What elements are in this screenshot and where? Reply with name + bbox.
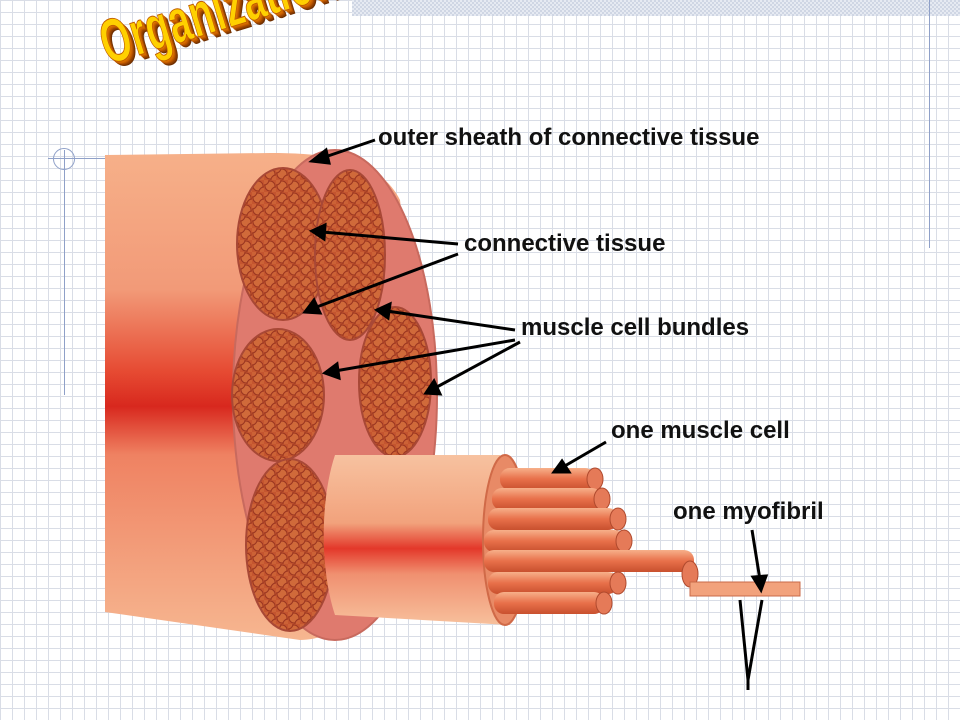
muscle-cells: [484, 467, 699, 615]
bundle-top-right: [314, 169, 386, 341]
right-vertical-rule: [929, 0, 930, 248]
label-outer-sheath: outer sheath of connective tissue: [378, 124, 760, 151]
bundle-middle-left: [231, 328, 325, 462]
top-decorative-band: [352, 0, 960, 16]
bundle-bottom: [245, 458, 335, 632]
label-one-muscle-cell: one muscle cell: [611, 417, 790, 444]
bundle-middle-right: [358, 306, 432, 458]
label-one-myofibril: one myofibril: [673, 498, 824, 525]
left-horizontal-rule: [48, 158, 108, 159]
myofibril: [689, 581, 801, 597]
pointer-arrows: [302, 138, 769, 690]
fascicle: [323, 455, 510, 625]
label-muscle-cell-bundles: muscle cell bundles: [521, 314, 750, 341]
label-connective-tissue: connective tissue: [464, 230, 666, 257]
left-vertical-rule: [64, 150, 65, 395]
circle-ornament: [53, 148, 75, 170]
